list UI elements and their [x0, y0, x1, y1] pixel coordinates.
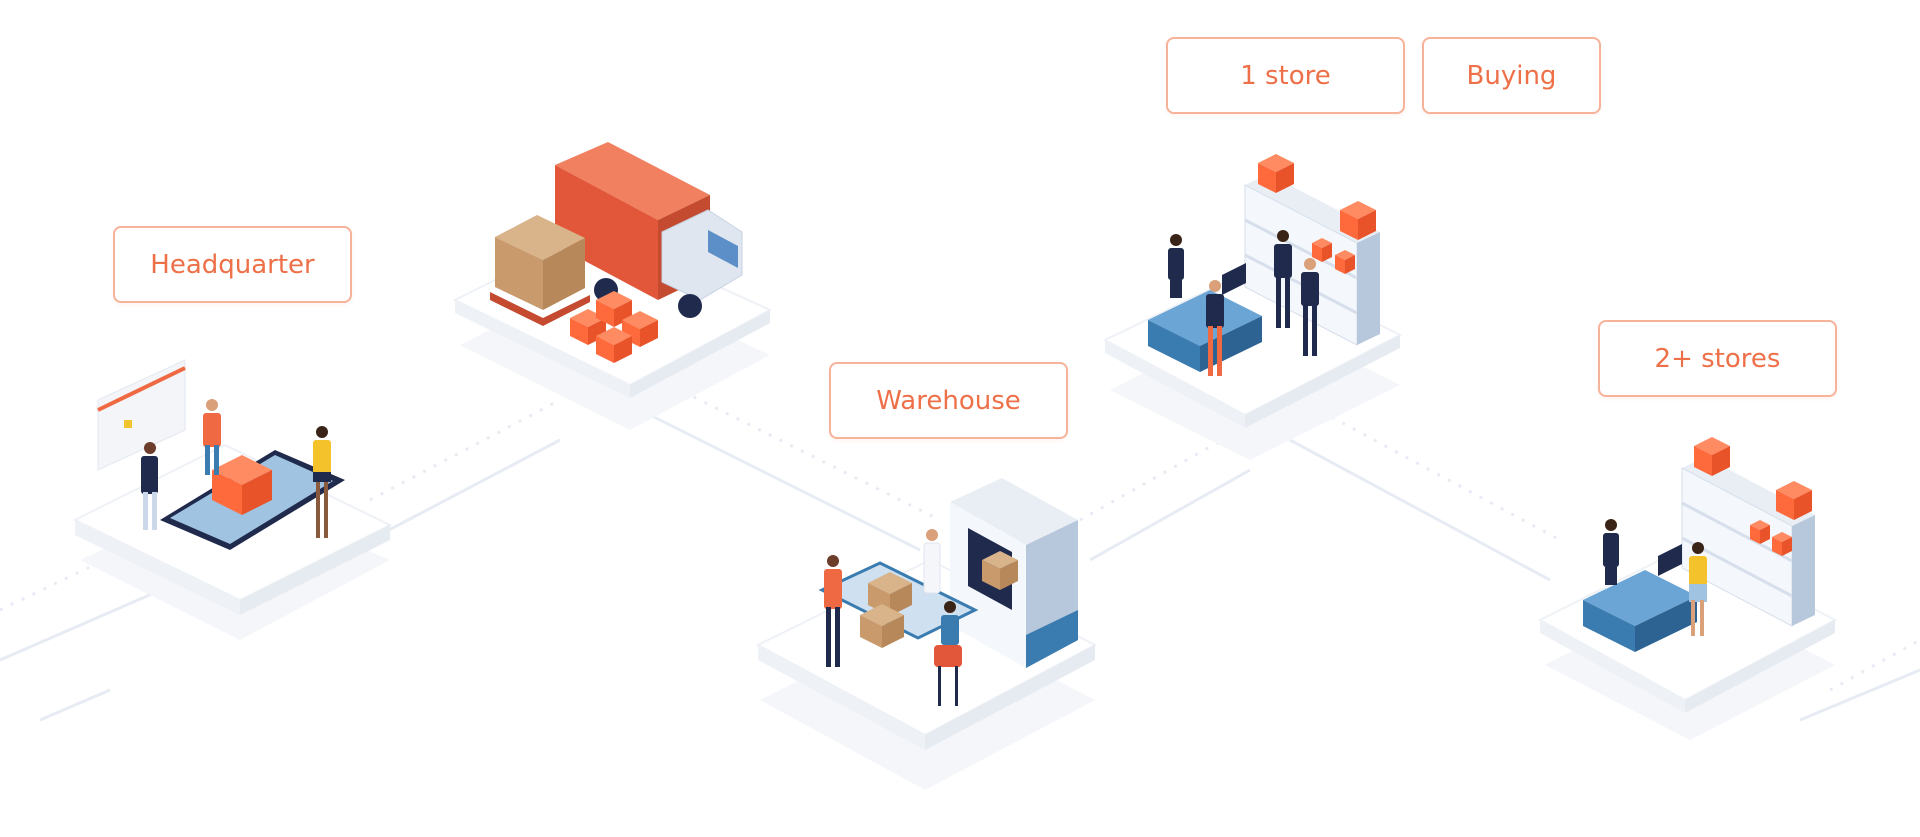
wall-chart-icon — [97, 359, 186, 471]
buying-label-button[interactable]: Buying — [1422, 37, 1601, 114]
one-store-scene — [1102, 154, 1403, 460]
headquarter-scene — [72, 359, 393, 640]
person-icon — [1274, 230, 1292, 328]
person-icon — [934, 601, 962, 706]
warehouse-scene — [755, 478, 1098, 790]
person-icon — [824, 555, 842, 667]
cash-register-icon — [1148, 263, 1262, 372]
person-icon — [313, 426, 331, 538]
cash-register-icon — [1583, 544, 1697, 652]
cardboard-box-icon — [860, 572, 912, 648]
person-icon — [1301, 258, 1319, 356]
two-plus-stores-scene — [1537, 437, 1838, 740]
cardboard-box-icon — [490, 215, 590, 326]
truck-scene — [452, 142, 773, 430]
warehouse-label-button[interactable]: Warehouse — [829, 362, 1068, 439]
headquarter-label-button[interactable]: Headquarter — [113, 226, 352, 303]
warehouse-machine-icon — [950, 478, 1078, 668]
person-icon — [141, 442, 158, 530]
two-plus-stores-label-button[interactable]: 2+ stores — [1598, 320, 1837, 397]
orange-cube-icon — [570, 291, 658, 363]
orange-cube-icon — [1694, 437, 1812, 556]
orange-cube-icon — [212, 455, 272, 515]
orange-cube-icon — [1258, 154, 1376, 274]
person-icon — [1168, 234, 1184, 298]
person-icon — [1603, 519, 1619, 585]
person-icon — [1689, 542, 1707, 636]
person-icon — [923, 529, 941, 594]
person-icon — [1206, 280, 1224, 376]
person-icon — [203, 399, 221, 475]
delivery-truck-icon — [555, 142, 743, 318]
one-store-label-button[interactable]: 1 store — [1166, 37, 1405, 114]
